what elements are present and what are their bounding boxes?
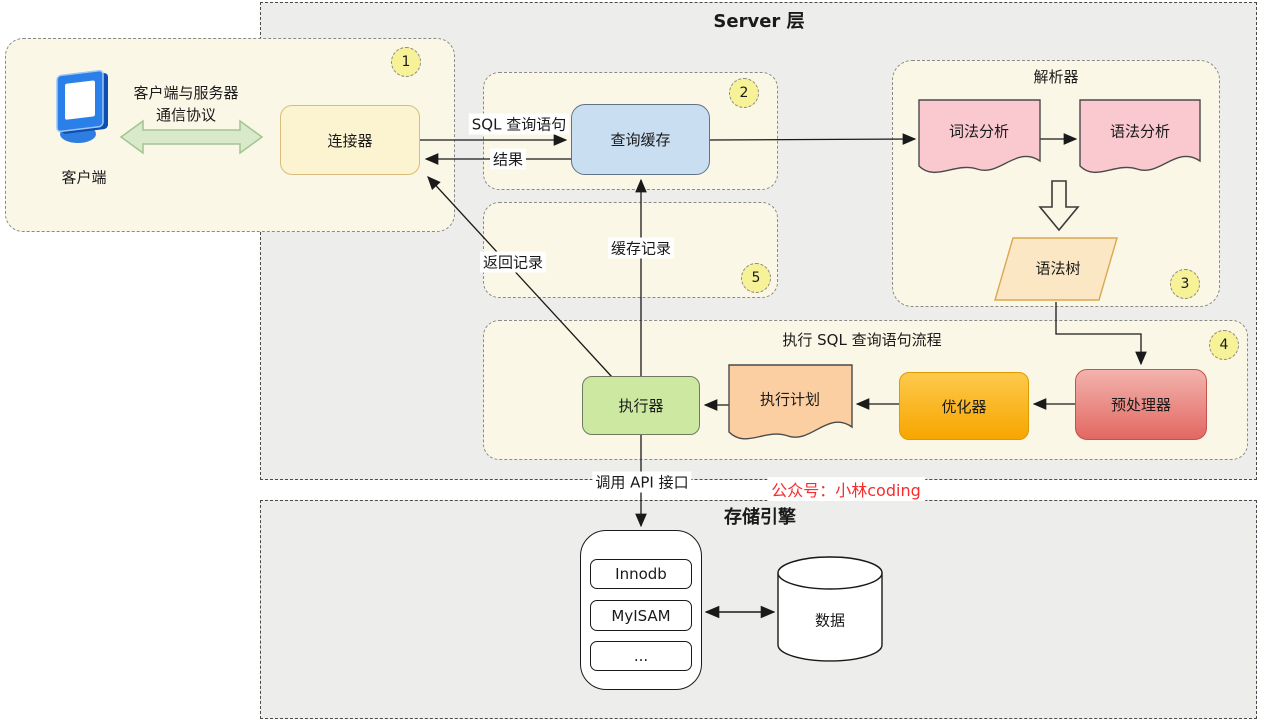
optimizer-node: 优化器 [899, 372, 1029, 440]
cache-record-group [483, 202, 778, 298]
cache-record-label: 缓存记录 [607, 237, 675, 259]
data-cylinder [777, 556, 883, 662]
sql-query-label: SQL 查询语句 [468, 113, 570, 135]
exec-plan-shape [728, 364, 853, 440]
exec-plan-label: 执行计划 [759, 390, 821, 409]
down-arrow-icon [1038, 180, 1080, 232]
syntax-tree-shape [994, 237, 1118, 301]
badge-2: 2 [729, 78, 759, 108]
connector-node: 连接器 [280, 105, 420, 175]
exec-flow-title: 执行 SQL 查询语句流程 [782, 331, 942, 349]
protocol-label: 客户端与服务器 通信协议 [133, 84, 239, 124]
syntax-analysis-shape [1079, 99, 1201, 174]
api-call-label: 调用 API 接口 [592, 471, 692, 493]
client-icon [56, 69, 108, 143]
parser-title: 解析器 [1033, 68, 1079, 86]
data-label: 数据 [814, 611, 846, 630]
query-cache-node: 查询缓存 [571, 104, 710, 175]
protocol-double-arrow [119, 119, 264, 155]
preprocessor-node: 预处理器 [1075, 369, 1207, 440]
result-label: 结果 [489, 148, 527, 170]
executor-node: 执行器 [582, 376, 700, 435]
engine-item-more: ... [590, 641, 692, 671]
engine-item-myisam: MyISAM [590, 600, 692, 631]
badge-4: 4 [1209, 330, 1239, 360]
badge-5: 5 [741, 263, 771, 293]
server-layer-title: Server 层 [713, 11, 805, 32]
edge-tree-to-preprocessor [1055, 302, 1147, 366]
engine-item-innodb: Innodb [590, 559, 692, 589]
syntax-tree-label: 语法树 [1035, 259, 1081, 278]
watermark: 公众号：小林coding [767, 477, 925, 501]
syntax-analysis-label: 语法分析 [1109, 122, 1171, 141]
lexical-analysis-shape [918, 99, 1041, 174]
badge-1: 1 [391, 47, 421, 77]
client-label: 客户端 [61, 168, 107, 187]
edge-return-record [427, 176, 613, 378]
storage-layer-title: 存储引擎 [724, 507, 796, 528]
lexical-analysis-label: 词法分析 [948, 122, 1010, 141]
return-record-label: 返回记录 [479, 251, 547, 273]
badge-3: 3 [1170, 269, 1200, 299]
edge-cache-to-lexical [709, 133, 917, 145]
